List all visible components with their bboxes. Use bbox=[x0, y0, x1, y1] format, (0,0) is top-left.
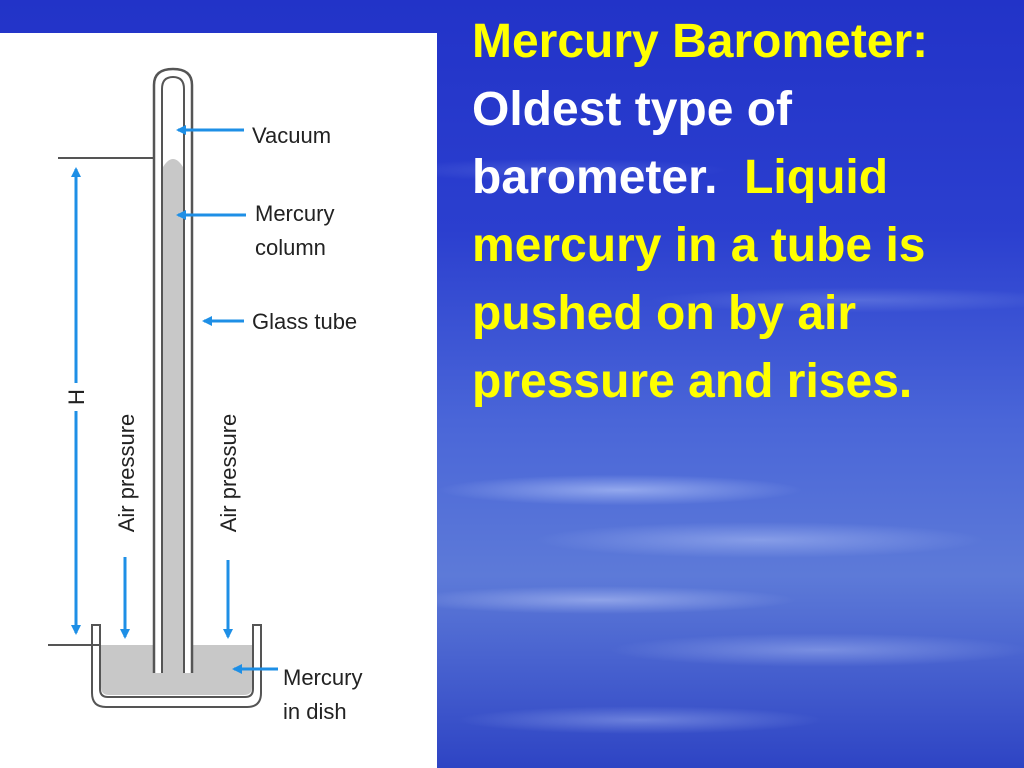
glass-tube-label: Glass tube bbox=[252, 309, 357, 334]
barometer-diagram-panel: H Vacuum Mercury column Glass tube Air p… bbox=[0, 33, 437, 768]
slide-title: Mercury Barometer: bbox=[472, 15, 929, 68]
mercury-dish-label: Mercury bbox=[283, 665, 362, 690]
barometer-diagram: H Vacuum Mercury column Glass tube Air p… bbox=[48, 67, 362, 724]
mercury-column-label: column bbox=[255, 235, 326, 260]
dish bbox=[91, 624, 262, 708]
air-pressure-left-label: Air pressure bbox=[114, 414, 139, 533]
mercury-dish-label: in dish bbox=[283, 699, 347, 724]
slide-explanation: Liquid mercury in a tube is pushed on by… bbox=[472, 151, 926, 408]
slide-body-text: Mercury Barometer: Oldest type of barome… bbox=[472, 8, 1017, 416]
mercury-column bbox=[163, 159, 183, 673]
height-label: H bbox=[64, 389, 89, 405]
air-pressure-right-label: Air pressure bbox=[216, 414, 241, 533]
mercury-column-label: Mercury bbox=[255, 201, 334, 226]
vacuum-label: Vacuum bbox=[252, 123, 331, 148]
slide-description: Oldest type of barometer. bbox=[472, 83, 793, 204]
